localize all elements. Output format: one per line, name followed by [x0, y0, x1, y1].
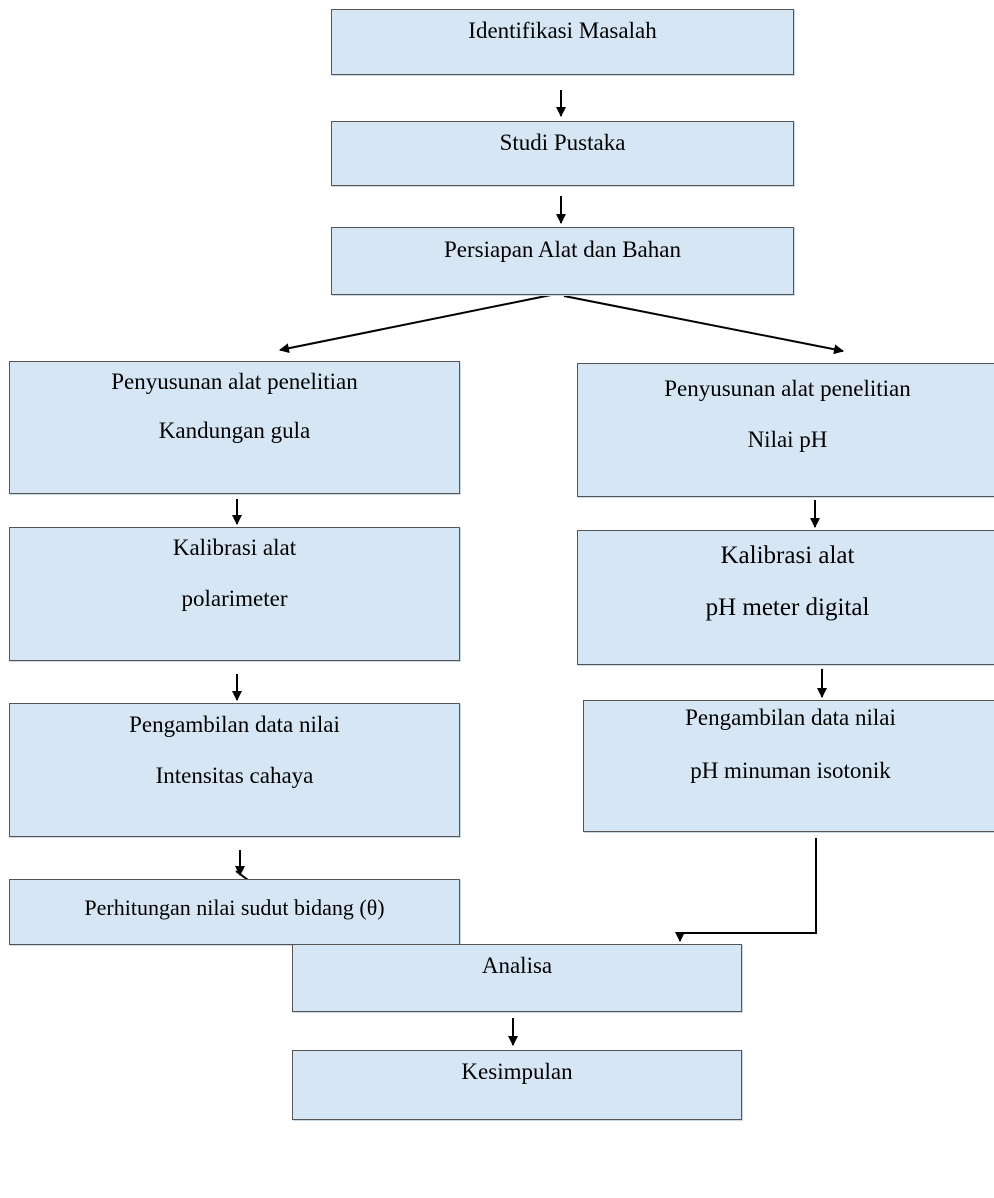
node-text: Pengambilan data nilai — [685, 705, 896, 730]
node-text: Persiapan Alat dan Bahan — [444, 237, 681, 262]
node-kalibrasi-ph-meter-digital: Kalibrasi alat pH meter digital — [577, 530, 994, 665]
node-text: Kandungan gula — [158, 418, 311, 444]
node-text: Identifikasi Masalah — [468, 18, 657, 43]
node-kalibrasi-polarimeter: Kalibrasi alat polarimeter — [9, 527, 460, 661]
node-text: Penyusunan alat penelitian — [664, 376, 911, 401]
edge-persiapan-penyusunan-ph — [563, 295, 844, 355]
edge-persiapan-penyusunan-gula — [279, 294, 552, 354]
node-pengambilan-intensitas-cahaya: Pengambilan data nilai Intensitas cahaya — [9, 703, 460, 837]
node-text: Intensitas cahaya — [155, 763, 314, 789]
node-text: Kalibrasi alat — [172, 535, 297, 560]
node-text: Nilai pH — [747, 427, 828, 453]
node-text: Studi Pustaka — [499, 130, 626, 155]
node-penyusunan-nilai-ph: Penyusunan alat penelitian Nilai pH — [577, 363, 994, 497]
node-text: Kesimpulan — [461, 1059, 573, 1084]
node-analisa: Analisa — [292, 944, 742, 1012]
node-text: Penyusunan alat penelitian — [111, 369, 358, 394]
node-penyusunan-kandungan-gula: Penyusunan alat penelitian Kandungan gul… — [9, 361, 460, 494]
node-perhitungan-sudut-bidang: Perhitungan nilai sudut bidang (θ) — [9, 879, 460, 945]
node-persiapan-alat-dan-bahan: Persiapan Alat dan Bahan — [331, 227, 794, 295]
node-text: Perhitungan nilai sudut bidang (θ) — [84, 895, 385, 920]
edge-pengambilan-ph-analisa — [675, 838, 817, 942]
node-text: Kalibrasi alat — [720, 542, 855, 569]
node-text: polarimeter — [181, 586, 288, 612]
node-text: pH meter digital — [705, 593, 870, 621]
node-kesimpulan: Kesimpulan — [292, 1050, 742, 1120]
node-text: pH minuman isotonik — [690, 758, 891, 784]
node-studi-pustaka: Studi Pustaka — [331, 121, 794, 186]
node-pengambilan-ph-minuman-isotonik: Pengambilan data nilai pH minuman isoton… — [583, 700, 994, 832]
node-text: Analisa — [481, 953, 553, 978]
node-identifikasi-masalah: Identifikasi Masalah — [331, 9, 794, 75]
node-text: Pengambilan data nilai — [129, 712, 340, 737]
